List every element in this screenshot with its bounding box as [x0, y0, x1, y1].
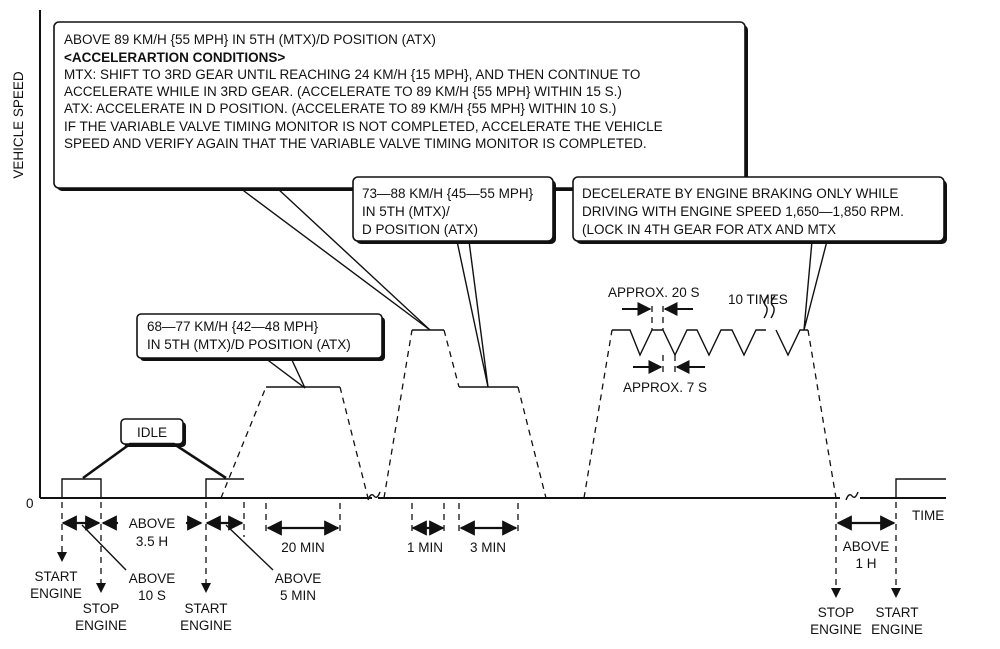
decel-callout-box: [572, 176, 945, 242]
decel-oscillation-2: [775, 329, 808, 357]
start-engine-2-line-2: ENGINE: [180, 618, 232, 633]
decel-oscillation-1: [612, 329, 766, 357]
above-5min-line-1: ABOVE: [275, 571, 322, 586]
approx-20s-label: APPROX. 20 S: [608, 285, 700, 300]
idle-label: IDLE: [137, 425, 167, 440]
above-1h-line-2: 1 H: [855, 556, 876, 571]
stop-engine-arrow-1: [96, 583, 106, 593]
start-engine-arrow-1: [57, 552, 67, 562]
break-mark-2: [845, 491, 859, 501]
decel-callout-line-3: (LOCK IN 4TH GEAR FOR ATX AND MTX: [582, 222, 836, 237]
above-1h-line-1: ABOVE: [843, 539, 890, 554]
idle-step-2: [205, 478, 244, 498]
main-callout-line-3: MTX: SHIFT TO 3RD GEAR UNTIL REACHING 24…: [64, 67, 640, 82]
leader-above-10s: [81, 524, 127, 571]
ramp-down-low: [339, 386, 369, 499]
low-callout-box: [136, 313, 383, 359]
stop-engine-2-line-2: ENGINE: [810, 622, 862, 637]
main-callout-pointer: [239, 187, 431, 331]
ramp-down-decel: [807, 329, 837, 499]
mid-callout-pointer: [456, 240, 489, 388]
main-callout-line-1: ABOVE 89 KM/H {55 MPH} IN 5TH (MTX)/D PO…: [64, 32, 436, 47]
min1-label: 1 MIN: [407, 540, 443, 555]
ramp-up-high: [383, 329, 413, 499]
ramp-down-mid: [517, 386, 547, 499]
main-callout-line-6: IF THE VARIABLE VALVE TIMING MONITOR IS …: [64, 119, 663, 134]
above-10s-line-2: 10 S: [138, 588, 166, 603]
main-callout-line-2: <ACCELERARTION CONDITIONS>: [64, 50, 285, 65]
start-engine-1-line-1: START: [34, 569, 77, 584]
main-callout-line-4: ACCELERATE WHILE IN 3RD GEAR. (ACCELERAT…: [64, 84, 622, 99]
ramp-down-high: [443, 329, 460, 388]
above-5min-line-2: 5 MIN: [280, 588, 316, 603]
min3-label: 3 MIN: [470, 540, 506, 555]
zero-label: 0: [26, 496, 34, 511]
main-callout-line-7: SPEED AND VERIFY AGAIN THAT THE VARIABLE…: [64, 136, 647, 151]
low-callout-pointer: [264, 357, 306, 389]
stop-engine-1-line-2: ENGINE: [75, 618, 127, 633]
idle-pointer: [82, 442, 227, 480]
above-10s-line-1: ABOVE: [129, 571, 176, 586]
mid-callout-line-2: IN 5TH (MTX)/: [362, 204, 450, 219]
mid-callout-line-3: D POSITION (ATX): [362, 222, 478, 237]
decel-callout-pointer: [803, 240, 828, 331]
decel-callout-line-2: DRIVING WITH ENGINE SPEED 1,650—1,850 RP…: [582, 204, 904, 219]
break-mark-wave: [763, 295, 776, 319]
ten-times-label: 10 TIMES: [728, 292, 788, 307]
final-start-step: [895, 478, 946, 498]
main-callout-line-5: ATX: ACCELERATE IN D POSITION. (ACCELERA…: [64, 101, 616, 116]
idle-step-1: [61, 478, 102, 498]
start-engine-arrow-3: [891, 588, 901, 598]
ramp-up-low: [220, 386, 267, 499]
decel-callout-line-1: DECELERATE BY ENGINE BRAKING ONLY WHILE: [582, 186, 898, 201]
mid-callout-line-1: 73—88 KM/H {45—55 MPH}: [362, 186, 534, 201]
start-engine-2-line-1: START: [184, 601, 227, 616]
stop-engine-1-line-1: STOP: [83, 601, 120, 616]
low-callout-line-2: IN 5TH (MTX)/D POSITION (ATX): [147, 337, 351, 352]
mid-callout-box: [352, 176, 554, 242]
start-engine-1-line-2: ENGINE: [30, 586, 82, 601]
stop-engine-2-line-1: STOP: [818, 605, 855, 620]
time-label: TIME: [912, 508, 944, 523]
start-engine-3-line-2: ENGINE: [871, 622, 923, 637]
min20-label: 20 MIN: [281, 540, 325, 555]
above-35h-line-1: ABOVE: [129, 516, 176, 531]
leader-above-5min: [225, 524, 274, 571]
low-callout-line-1: 68—77 KM/H {42—48 MPH}: [147, 319, 319, 334]
start-engine-3-line-1: START: [875, 605, 918, 620]
above-35h-line-2: 3.5 H: [136, 534, 168, 549]
start-engine-arrow-2: [201, 583, 211, 593]
approx-7s-label: APPROX. 7 S: [623, 380, 707, 395]
break-mark-1: [367, 491, 381, 501]
y-axis-label: VEHICLE SPEED: [11, 71, 26, 179]
ramp-up-decel: [583, 329, 613, 499]
stop-engine-arrow-2: [831, 588, 841, 598]
